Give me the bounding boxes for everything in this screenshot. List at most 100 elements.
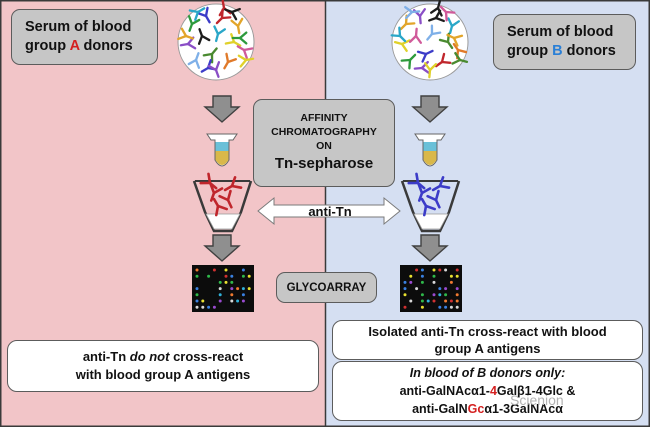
array-spot: [236, 287, 240, 291]
array-spot: [195, 287, 199, 291]
left-result-box: anti-Tn do not cross-react with blood gr…: [7, 340, 319, 392]
right-result-line1: Isolated anti-Tn cross-react with blood: [368, 324, 607, 339]
right-note-box: In blood of B donors only: anti-GalNAcα1…: [332, 361, 643, 421]
array-spot: [241, 287, 245, 291]
collection-tube-icon: [192, 172, 253, 233]
antibody-mix-icon: [177, 0, 255, 81]
array-spot: [212, 268, 216, 272]
down-arrow-icon: [203, 234, 241, 262]
array-spot: [432, 299, 436, 303]
antibody-glyph: [188, 7, 206, 21]
array-spot: [218, 280, 222, 284]
antibody-glyph: [207, 61, 221, 78]
array-spot: [403, 287, 407, 291]
array-spot: [403, 280, 407, 284]
array-spot: [449, 305, 453, 309]
array-spot: [444, 299, 448, 303]
right-note-line3-b: α1-3GalNAcα: [484, 402, 563, 416]
left-result-suffix: cross-react: [169, 349, 244, 364]
array-spot: [195, 293, 199, 297]
array-spot: [403, 293, 407, 297]
array-spot: [212, 305, 216, 309]
array-spot: [444, 305, 448, 309]
array-spot: [218, 287, 222, 291]
left-result-line2: with blood group A antigens: [75, 367, 251, 382]
array-spot: [455, 293, 459, 297]
antibody-glyph: [429, 0, 443, 17]
right-result-line2: group A antigens: [434, 341, 541, 356]
antibody-glyph: [400, 53, 417, 70]
antibody-glyph: [451, 51, 469, 65]
down-arrow-icon: [411, 234, 449, 262]
affinity-line3: ON: [316, 140, 332, 152]
array-spot: [449, 299, 453, 303]
array-spot: [403, 305, 407, 309]
antibody-glyph: [213, 25, 227, 43]
array-spot: [438, 268, 442, 272]
antibody-glyph: [236, 45, 254, 59]
antibody-glyph: [393, 39, 411, 53]
array-spot: [236, 299, 240, 303]
array-spot: [449, 274, 453, 278]
antibody-glyph: [390, 26, 407, 43]
array-spot: [420, 280, 424, 284]
array-spot: [426, 299, 430, 303]
serum-a-line1: Serum of blood: [25, 19, 132, 35]
affinity-line2: CHROMATOGRAPHY: [271, 126, 377, 138]
array-spot: [438, 287, 442, 291]
antibody-glyph: [223, 176, 243, 192]
left-result-emphasis: do not: [129, 349, 170, 364]
antibody-glyph: [223, 52, 237, 70]
right-note-line2-b: Galβ1-4Glc &: [496, 384, 576, 398]
array-spot: [420, 293, 424, 297]
array-spot: [195, 268, 199, 272]
array-spot: [444, 268, 448, 272]
array-spot: [432, 293, 436, 297]
antibody-glyph: [416, 49, 434, 63]
antibody-glyph: [199, 172, 218, 190]
array-spot: [409, 280, 413, 284]
array-spot: [409, 299, 413, 303]
array-spot: [241, 299, 245, 303]
array-spot: [415, 268, 419, 272]
antibody-glyph: [426, 189, 441, 209]
array-spot: [241, 293, 245, 297]
watermark: Scienion: [510, 392, 564, 408]
array-spot: [207, 305, 211, 309]
array-spot: [241, 274, 245, 278]
antibody-glyph: [177, 27, 194, 41]
serum-a-prefix: group: [25, 38, 70, 54]
array-spot: [195, 274, 199, 278]
array-spot: [455, 305, 459, 309]
right-note-line2-a: anti-GalNAcα1-: [399, 384, 490, 398]
array-spot: [420, 268, 424, 272]
array-spot: [241, 268, 245, 272]
right-result-box: Isolated anti-Tn cross-react with blood …: [332, 320, 643, 360]
antibody-glyph: [413, 60, 430, 75]
antibody-glyph: [420, 197, 436, 217]
antibody-glyph: [187, 15, 201, 32]
array-spot: [432, 280, 436, 284]
array-spot: [195, 299, 199, 303]
affinity-chromatography-box: AFFINITY CHROMATOGRAPHY ON Tn-sepharose: [253, 99, 395, 187]
array-spot: [230, 280, 234, 284]
array-spot: [415, 287, 419, 291]
antibody-glyph: [434, 52, 452, 68]
antibody-glyph: [237, 54, 255, 68]
antibody-glyph: [431, 176, 451, 192]
array-spot: [420, 274, 424, 278]
watermark-text: Scienion: [510, 392, 564, 408]
antibody-mix-icon: [390, 0, 469, 81]
antibody-glyph: [408, 27, 423, 44]
anti-tn-label: anti-Tn: [308, 203, 352, 219]
microarray-slide-icon: [192, 265, 254, 312]
antibody-glyph: [417, 183, 432, 202]
antibody-glyph: [230, 17, 244, 35]
serum-group-b-box: Serum of blood group B donors: [493, 14, 636, 70]
group-b-letter: B: [552, 43, 563, 59]
array-spot: [230, 293, 234, 297]
array-spot: [432, 268, 436, 272]
